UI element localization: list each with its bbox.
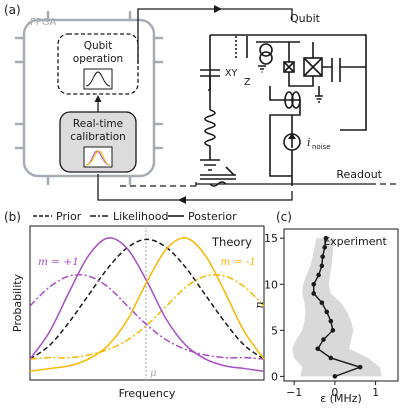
- series-likelihood-m-1: [29, 273, 265, 360]
- series-posterior-m-1: [29, 237, 265, 373]
- panel-a-label: (a): [4, 3, 21, 17]
- y-tick-label: 5: [271, 324, 278, 337]
- data-point: [311, 291, 317, 296]
- data-point: [320, 254, 325, 259]
- data-point: [319, 300, 325, 305]
- x-axis-label-b: Frequency: [119, 387, 176, 400]
- noise-current-label: i noise: [307, 136, 331, 151]
- qubit-circuit: [120, 34, 400, 187]
- qubit-label: Qubit: [290, 12, 321, 25]
- z-line-label: Z: [244, 77, 251, 88]
- data-point: [332, 374, 338, 379]
- calibration-title-1: Real-time: [73, 118, 123, 130]
- experiment-label: Experiment: [323, 235, 387, 248]
- data-point: [322, 245, 328, 250]
- data-point: [321, 337, 326, 342]
- current-source-arrow-icon: [288, 133, 296, 139]
- noise-current-subscript: noise: [312, 143, 331, 151]
- data-point: [328, 355, 334, 361]
- y-tick-label: 15: [264, 232, 278, 245]
- data-point: [323, 235, 329, 241]
- data-point: [324, 309, 330, 315]
- x-tick-label: 0: [331, 386, 338, 399]
- data-point: [328, 318, 334, 324]
- y-tick-label: 0: [271, 370, 278, 383]
- y-axis-label-b: Probability: [11, 273, 24, 332]
- xy-line-label: XY: [225, 68, 238, 79]
- y-axis-label-c: n: [253, 301, 266, 308]
- data-point: [319, 263, 325, 269]
- epsilon-trace: [313, 238, 363, 378]
- experiment-plot: [292, 235, 382, 379]
- x-axis-label-c: ε (MHz): [320, 392, 362, 405]
- legend-likelihood: Likelihood: [113, 210, 168, 223]
- m-minus-label: m = -1: [220, 256, 256, 268]
- theory-label: Theory: [211, 235, 252, 249]
- x-tick-label: −1: [286, 386, 302, 399]
- data-point: [316, 272, 321, 278]
- fpga-chip: [14, 10, 164, 186]
- m-plus-label: m = +1: [38, 256, 79, 268]
- data-point: [330, 328, 336, 333]
- theory-curves: [29, 237, 265, 373]
- real-time-calibration-box: [59, 111, 137, 173]
- panel-b-label: (b): [4, 210, 21, 224]
- panel-c-label: (c): [276, 210, 292, 224]
- fpga-label: FPGA: [30, 17, 57, 28]
- legend-posterior: Posterior: [188, 210, 237, 223]
- readout-label: Readout: [336, 168, 382, 181]
- series-likelihood-m-1: [29, 273, 265, 360]
- chart-legend: Prior Likelihood Posterior: [33, 210, 237, 223]
- series-prior-all: [29, 238, 265, 360]
- plot-area-c: [283, 228, 399, 382]
- panel-c-experiment-chart: (c) 0 5 10 15 −1 0 1 Experiment n ε (MHz): [253, 210, 399, 405]
- noise-current-symbol: i: [307, 136, 311, 149]
- data-point: [311, 281, 317, 287]
- panel-a-schematic: (a) FPGA Qubit operation: [4, 3, 400, 204]
- arrow-right-icon: [214, 5, 222, 13]
- qubit-operation-title-2: operation: [73, 53, 123, 65]
- data-point: [315, 346, 321, 352]
- panel-b-theory-chart: (b) Prior Likelihood Posterior Theory m …: [4, 210, 265, 400]
- qubit-operation-title-1: Qubit: [84, 40, 113, 52]
- mu-label: μ: [150, 368, 157, 379]
- plot-area-b: [29, 225, 265, 381]
- qubit-operation-box: [57, 33, 139, 95]
- data-point: [357, 364, 363, 370]
- experiment-axes: 0 5 10 15 −1 0 1: [264, 232, 379, 399]
- calibration-title-2: calibration: [70, 131, 126, 143]
- x-tick-label: 1: [372, 386, 379, 399]
- arrow-head-icon: [94, 95, 102, 102]
- y-tick-label: 10: [264, 278, 278, 291]
- uncertainty-band: [292, 238, 382, 377]
- legend-prior: Prior: [56, 210, 82, 223]
- arrow-left-icon: [178, 196, 186, 204]
